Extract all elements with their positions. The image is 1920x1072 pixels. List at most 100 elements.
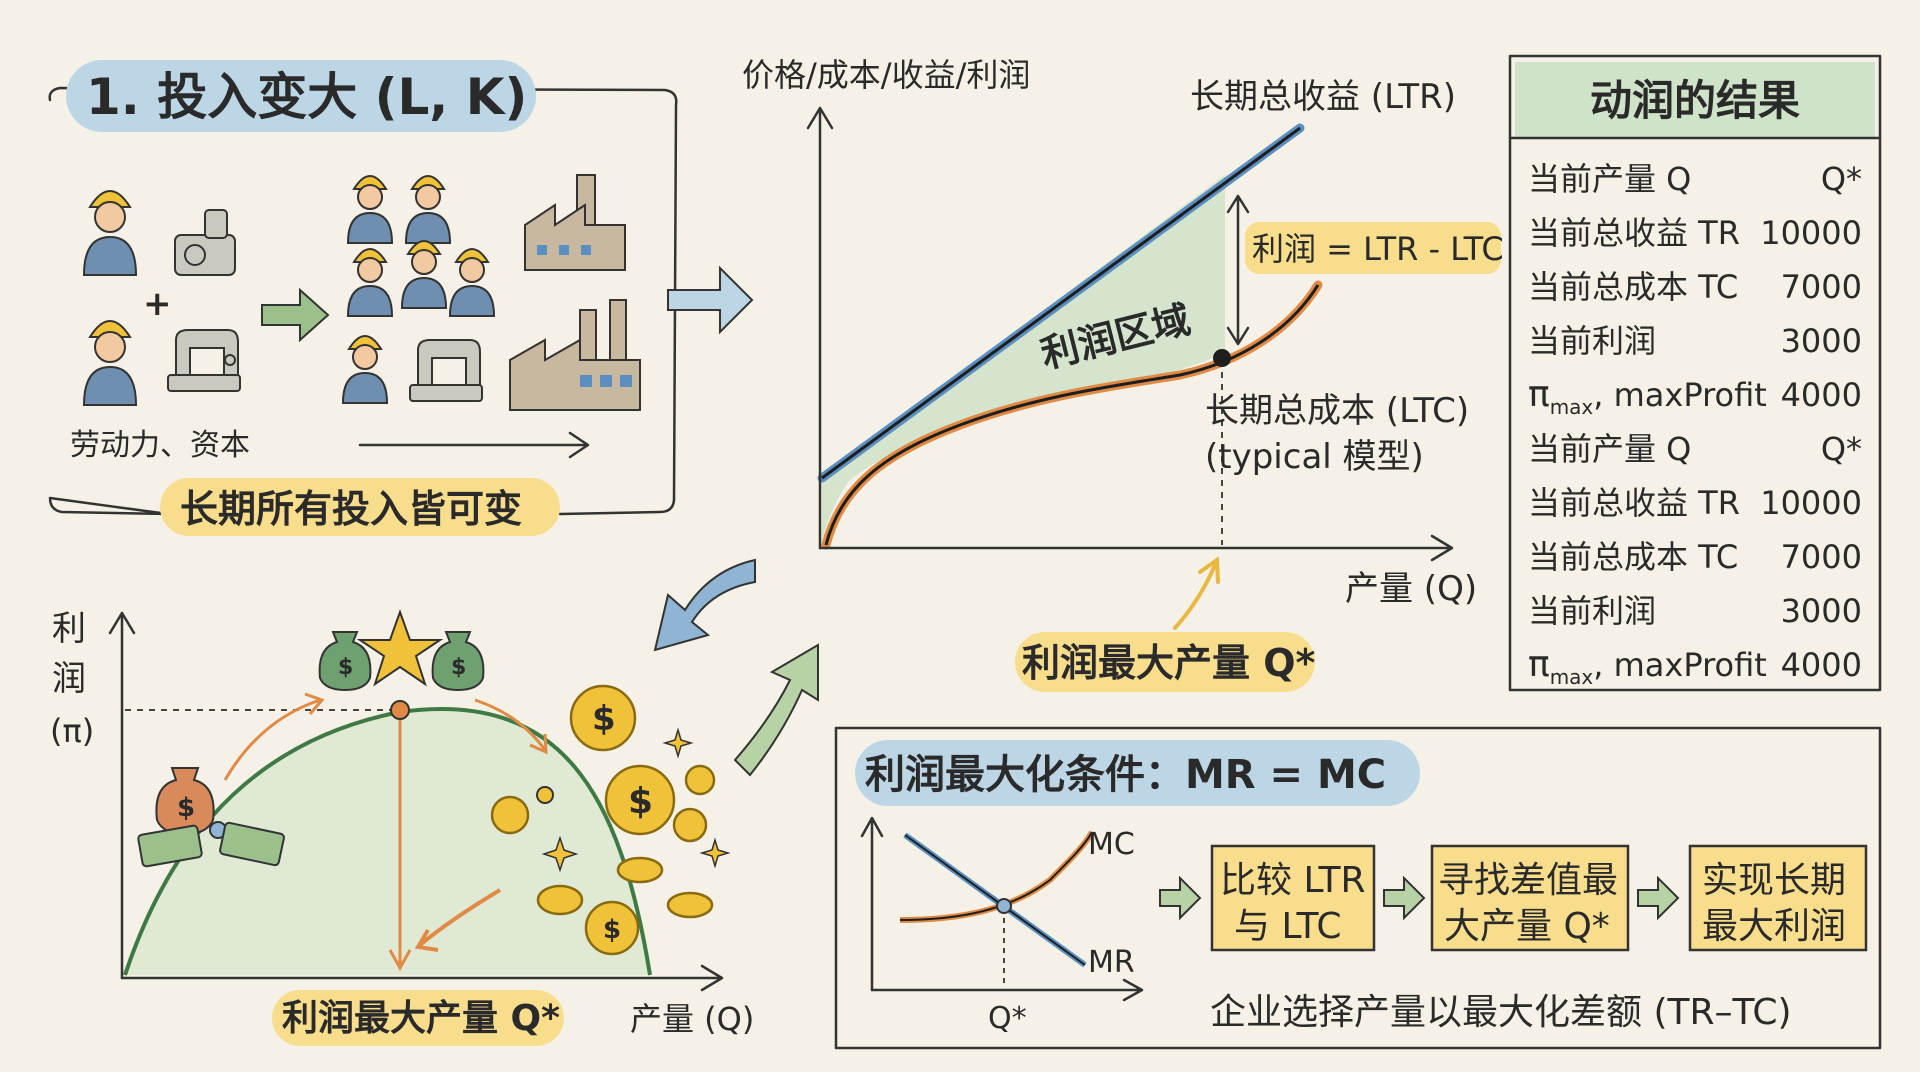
results-row-value: 3000	[1781, 592, 1862, 630]
machine-icon	[174, 209, 236, 276]
profit-formula-highlight	[1245, 222, 1501, 274]
worker-icon	[82, 320, 138, 406]
max-profit-point	[390, 700, 410, 720]
results-row-value: 4000	[1781, 646, 1862, 684]
profit-formula: 利润 = LTR - LTC	[1252, 230, 1504, 268]
results-title: 动润的结果	[1590, 76, 1800, 125]
step-arrow-icon	[1159, 875, 1202, 921]
green-arrow-up-icon	[733, 643, 819, 777]
money-bag-icon: $	[155, 767, 215, 836]
worker-group-icon	[341, 175, 496, 404]
results-row-value: 3000	[1781, 322, 1862, 360]
mr-label: MR	[1088, 945, 1135, 980]
svg-text:$: $	[451, 655, 466, 680]
q-star-drop-arrow	[388, 712, 412, 972]
profit-y-label-1: 利	[52, 609, 86, 649]
green-arrow-icon	[261, 287, 330, 343]
profit-q-star-highlight	[272, 990, 564, 1046]
plus-sign: +	[143, 284, 172, 324]
q-star-point	[1213, 349, 1231, 367]
results-frame	[1508, 54, 1882, 692]
factory-icon	[524, 174, 626, 271]
coin-icon: $	[604, 764, 676, 836]
coin-icon	[616, 856, 664, 884]
curve-point-right	[536, 786, 554, 804]
results-row-label: πmax, maxProfit	[1528, 374, 1767, 419]
factory-icon	[509, 299, 641, 411]
sparkle-icon	[699, 837, 731, 869]
coin-icon	[666, 891, 714, 919]
fall-arrow-icon	[474, 698, 548, 755]
q-star-highlight	[1015, 632, 1315, 692]
ltr-label: 长期总收益 (LTR)	[1190, 77, 1456, 117]
results-title-bg	[1515, 62, 1875, 138]
results-row-value: 4000	[1781, 376, 1862, 414]
labor-capital-label: 劳动力、资本	[70, 428, 250, 463]
inputs-footer: 长期所有投入皆可变	[180, 487, 522, 531]
step-box-2: 寻找差值最 大产量 Q*	[1430, 844, 1630, 952]
profit-y-axis	[108, 611, 136, 980]
blue-arrow-right-icon	[667, 265, 754, 335]
step-1-line-1: 比较 LTR	[1220, 860, 1366, 901]
rise-arrow-icon	[223, 692, 325, 781]
condition-title: 利润最大化条件：MR = MC	[865, 752, 1386, 798]
mini-x-axis	[870, 978, 1144, 1002]
svg-text:$: $	[603, 915, 621, 945]
long-run-x-label: 产量 (Q)	[1345, 569, 1477, 609]
profit-region	[822, 175, 1225, 540]
mini-y-axis	[860, 816, 884, 992]
results-row-label: 当前总收益 TR	[1528, 484, 1740, 522]
condition-title-highlight	[855, 740, 1420, 806]
profit-y-label-3: (π)	[50, 712, 94, 750]
coin-icon	[490, 795, 530, 835]
sewing-machine-icon	[409, 339, 483, 402]
results-row-label: 当前总成本 TC	[1528, 538, 1738, 576]
results-row-value: 10000	[1760, 214, 1862, 252]
inputs-footer-highlight	[160, 478, 560, 536]
profit-q-star-label: 利润最大产量 Q*	[282, 998, 560, 1039]
inputs-panel-frame	[48, 86, 678, 516]
results-row-value: 10000	[1760, 484, 1862, 522]
sewing-machine-icon	[167, 329, 241, 392]
coin-icon	[684, 764, 716, 796]
profit-y-label-2: 润	[52, 659, 86, 699]
step-3-line-1: 实现长期	[1702, 860, 1846, 901]
step-arrow-icon	[1383, 875, 1426, 921]
results-row-value: Q*	[1821, 430, 1862, 468]
ltc-label-1: 长期总成本 (LTC)	[1205, 391, 1469, 431]
inputs-title: 1. 投入变大 (L, K)	[86, 68, 527, 126]
q-star-pointer	[1173, 556, 1220, 630]
coin-icon: $	[569, 684, 637, 752]
banknote-icon	[219, 821, 285, 867]
results-rows: 当前产量 Q Q* 当前总收益 TR 10000 当前总成本 TC 7000 当前利润 300…	[1528, 160, 1862, 689]
condition-frame	[834, 726, 1882, 1050]
results-row-label: 当前产量 Q	[1528, 430, 1691, 468]
sparkle-icon	[662, 727, 694, 759]
condition-panel: 利润最大化条件：MR = MC MC MR Q* 比较 LTR 与 LTC 寻找…	[834, 726, 1882, 1050]
inputs-panel: 1. 投入变大 (L, K) + 劳动力、资本	[48, 60, 678, 536]
coin-icon	[672, 807, 708, 843]
results-row-value: 7000	[1781, 538, 1862, 576]
money-bag-icon: $	[318, 631, 372, 692]
blue-arrow-down-icon	[653, 558, 756, 652]
profit-x-label: 产量 (Q)	[630, 1000, 754, 1038]
results-row-label: πmax, maxProfit	[1528, 644, 1767, 689]
coin-icon	[536, 884, 584, 916]
svg-text:$: $	[338, 655, 353, 680]
step-2-line-1: 寻找差值最	[1438, 860, 1618, 901]
profit-x-axis	[120, 964, 724, 992]
results-row-label: 当前利润	[1528, 322, 1656, 360]
money-bag-icon: $	[431, 631, 485, 692]
results-row-label: 当前总成本 TC	[1528, 268, 1738, 306]
results-row-label: 当前产量 Q	[1528, 160, 1691, 198]
step-box-3: 实现长期 最大利润	[1688, 844, 1868, 952]
worker-icon	[82, 190, 138, 276]
step-1-line-2: 与 LTC	[1234, 906, 1342, 947]
coin-return-arrow-icon	[414, 888, 502, 952]
long-run-y-axis	[806, 106, 834, 550]
svg-text:$: $	[628, 781, 653, 822]
long-arrow-icon	[358, 431, 590, 459]
results-row-label: 当前总收益 TR	[1528, 214, 1740, 252]
